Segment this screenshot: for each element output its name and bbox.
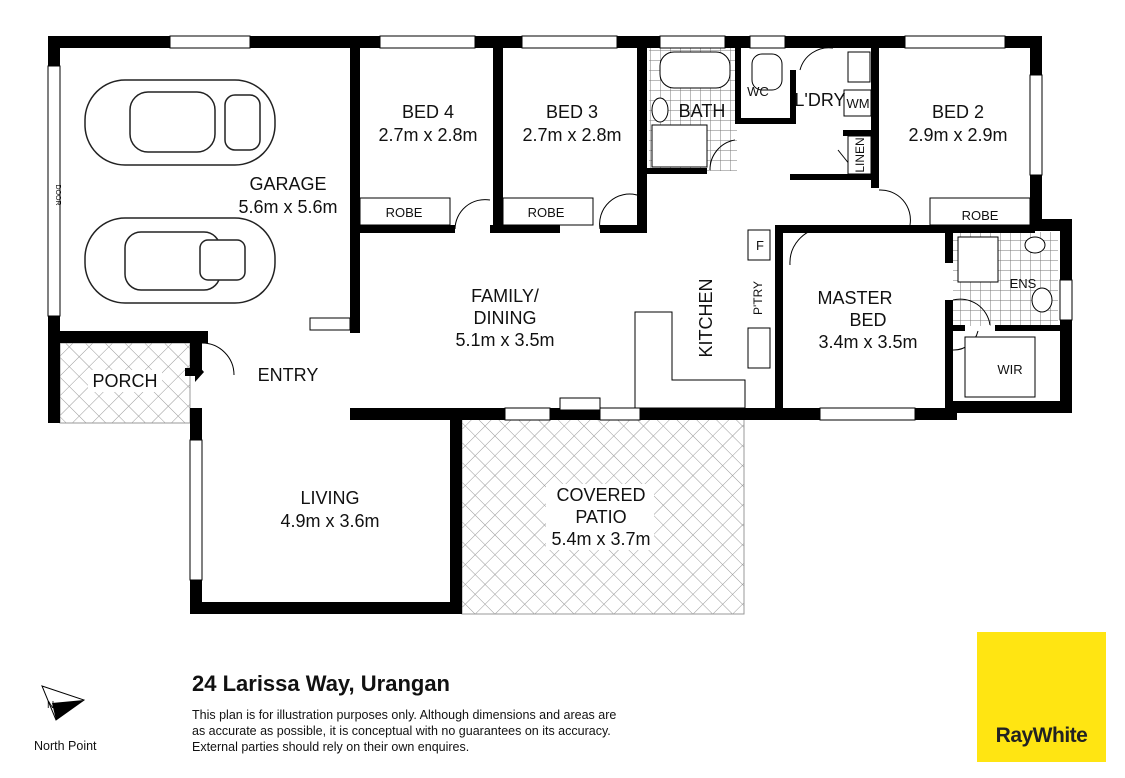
garage-label: GARAGE	[249, 174, 326, 194]
bath-label: BATH	[679, 101, 726, 121]
pantry-label: P'TRY	[751, 281, 765, 315]
north-letter: N	[47, 700, 54, 711]
bed2-robe: ROBE	[962, 208, 999, 223]
bed3-robe: ROBE	[528, 205, 565, 220]
brand-name: RayWhite	[995, 724, 1088, 747]
fixtures	[309, 51, 1053, 411]
patio-label-bg	[546, 484, 654, 550]
bed4-label: BED 4	[402, 102, 454, 122]
entry-arrow-icon	[185, 362, 204, 382]
master-label-2: BED	[849, 310, 886, 330]
master-size: 3.4m x 3.5m	[818, 332, 917, 352]
family-size: 5.1m x 3.5m	[455, 330, 554, 350]
patio-label-2: PATIO	[575, 507, 626, 527]
windows	[47, 35, 1073, 581]
ensuite-label: ENS	[1010, 276, 1037, 291]
patio-size: 5.4m x 3.7m	[551, 529, 650, 549]
entry-label: ENTRY	[258, 365, 319, 385]
kitchen-label: KITCHEN	[696, 278, 716, 357]
bed2-label: BED 2	[932, 102, 984, 122]
north-arrow-icon: N	[41, 685, 86, 721]
wir-label: WIR	[997, 362, 1022, 377]
car-icon	[84, 217, 276, 304]
laundry-label: L'DRY	[794, 90, 845, 110]
disclaimer-line: External parties should rely on their ow…	[192, 740, 470, 754]
wm-label: WM	[846, 96, 869, 111]
interior-walls	[350, 48, 1065, 415]
disclaimer-line: This plan is for illustration purposes o…	[192, 708, 617, 722]
bed2-size: 2.9m x 2.9m	[908, 125, 1007, 145]
porch-label-bg	[88, 370, 162, 392]
disclaimer-line: as accurate as possible, it is conceptua…	[192, 724, 611, 738]
disclaimer: This plan is for illustration purposes o…	[192, 707, 662, 755]
porch-label: PORCH	[92, 371, 157, 391]
bed4-size: 2.7m x 2.8m	[378, 125, 477, 145]
bed4-robe: ROBE	[386, 205, 423, 220]
brand-logo: RayWhite	[977, 632, 1106, 762]
family-label-1: FAMILY/	[471, 286, 539, 306]
linen-label: LINEN	[853, 137, 867, 172]
garage-size: 5.6m x 5.6m	[238, 197, 337, 217]
living-label: LIVING	[300, 488, 359, 508]
fridge-label: F	[756, 238, 764, 253]
patio-label-1: COVERED	[556, 485, 645, 505]
car-icon	[84, 79, 276, 166]
family-label-2: DINING	[474, 308, 537, 328]
bed3-size: 2.7m x 2.8m	[522, 125, 621, 145]
north-point-label: North Point	[34, 739, 97, 753]
living-size: 4.9m x 3.6m	[280, 511, 379, 531]
property-address: 24 Larissa Way, Urangan	[192, 671, 450, 696]
wc-label: WC	[747, 84, 769, 99]
garage-door-label: DOOR	[54, 185, 61, 206]
master-label-1: MASTER	[817, 288, 892, 308]
bed3-label: BED 3	[546, 102, 598, 122]
